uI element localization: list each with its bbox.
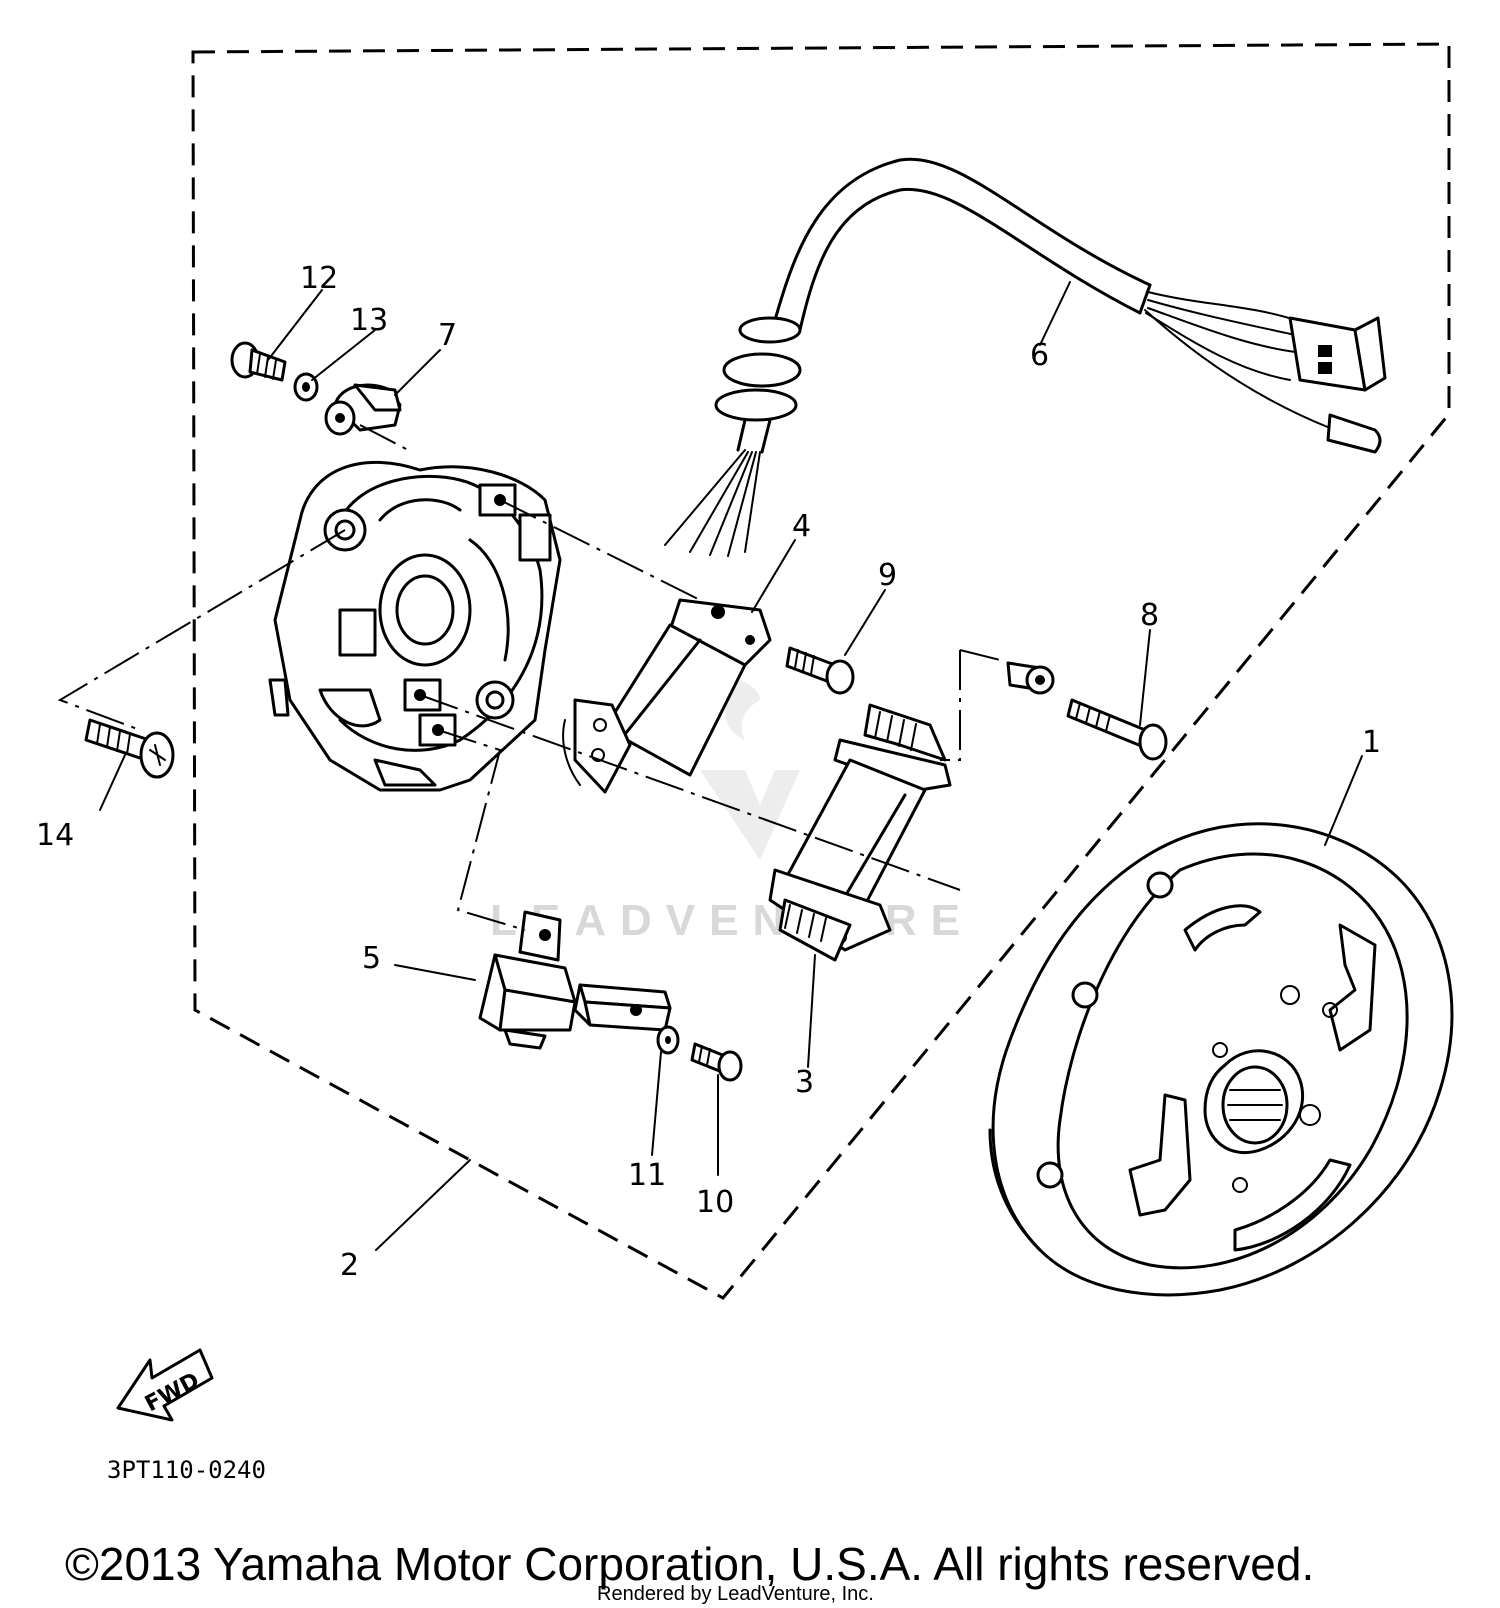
screw-part-9 bbox=[785, 646, 855, 695]
callout-12: 12 bbox=[300, 261, 338, 296]
watermark-text: LEADVENTURE bbox=[490, 896, 974, 945]
callout-11: 11 bbox=[628, 1158, 666, 1193]
copyright-notice: ©2013 Yamaha Motor Corporation, U.S.A. A… bbox=[65, 1538, 1314, 1590]
callout-6: 6 bbox=[1030, 338, 1049, 373]
charge-coil-part bbox=[562, 598, 772, 794]
flywheel-rotor-part bbox=[988, 822, 1454, 1297]
clamp-part bbox=[324, 383, 402, 436]
screw-part-14 bbox=[84, 718, 175, 779]
lighting-coil-part bbox=[768, 703, 952, 962]
bolt-part-8 bbox=[1006, 661, 1168, 761]
callout-7: 7 bbox=[438, 318, 457, 353]
bracket-part bbox=[573, 983, 672, 1032]
callout-13: 13 bbox=[350, 303, 388, 338]
callout-4: 4 bbox=[792, 509, 811, 544]
callout-9: 9 bbox=[878, 558, 897, 593]
callout-10: 10 bbox=[696, 1185, 734, 1220]
callout-3: 3 bbox=[795, 1065, 814, 1100]
stator-base-plate bbox=[268, 460, 562, 792]
washer-part-11 bbox=[656, 1025, 680, 1055]
callout-5: 5 bbox=[362, 941, 381, 976]
callout-1: 1 bbox=[1362, 725, 1381, 760]
callout-14: 14 bbox=[36, 818, 74, 853]
pulser-coil-part bbox=[478, 910, 577, 1050]
forward-arrow-icon: FWD bbox=[116, 1348, 214, 1422]
watermark: LEADVENTURE bbox=[490, 680, 974, 945]
callout-2: 2 bbox=[340, 1248, 359, 1283]
render-credit: Rendered by LeadVenture, Inc. bbox=[597, 1583, 874, 1605]
wire-harness-part bbox=[664, 157, 1387, 557]
screw-part-10 bbox=[690, 1042, 743, 1082]
leader-lines bbox=[57, 281, 1363, 1251]
diagram-code: 3PT110-0240 bbox=[107, 1456, 266, 1484]
callout-labels: 1 2 3 4 5 6 7 8 9 10 11 12 13 14 bbox=[36, 261, 1381, 1283]
callout-8: 8 bbox=[1140, 598, 1159, 633]
screw-part-12 bbox=[230, 341, 287, 382]
assembly-boundary bbox=[191, 42, 1451, 1300]
